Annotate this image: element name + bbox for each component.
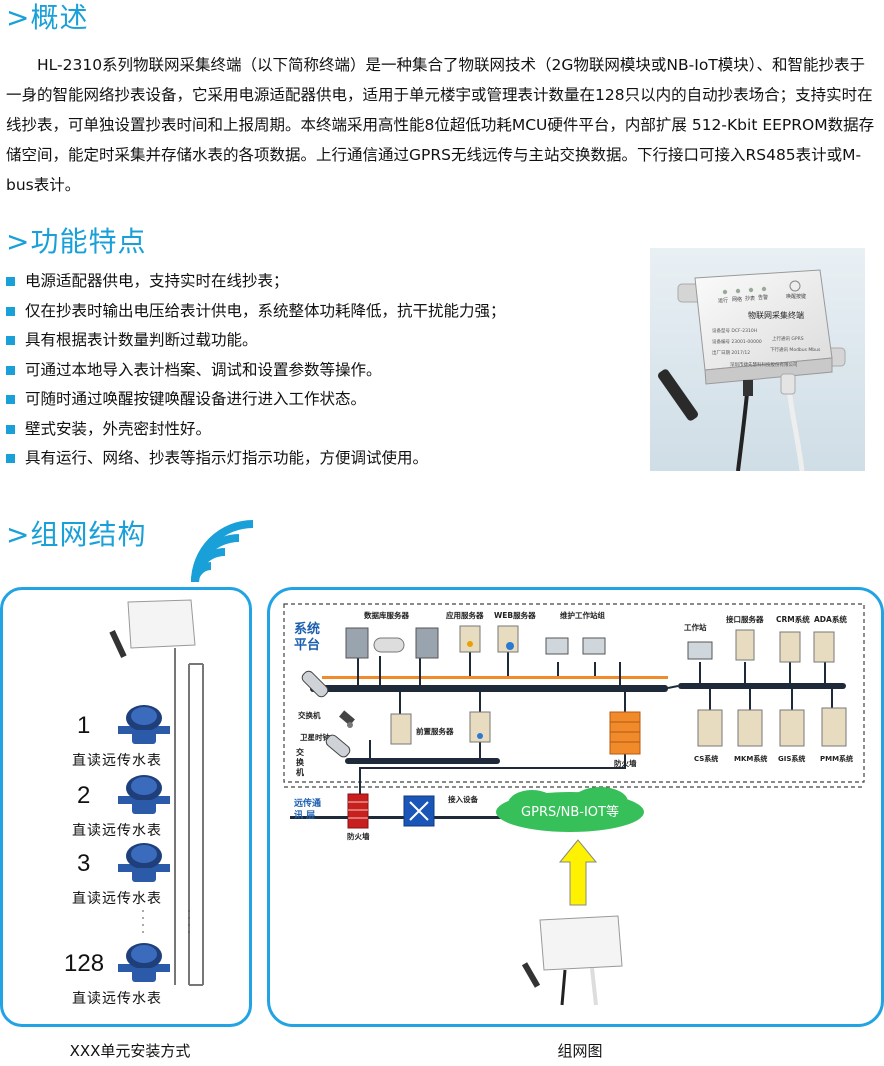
meter-number: 2: [77, 782, 91, 809]
square-bullet-icon: [6, 306, 15, 316]
feature-item: 具有运行、网络、抄表等指示灯指示功能，方便调试使用。: [6, 444, 626, 474]
label-gprs: GPRS/NB-IOT等: [521, 804, 619, 820]
label-firewall2: 防火墙: [347, 831, 370, 841]
switch2-label: 交 换 机: [296, 748, 304, 777]
wake-button-label: 唤醒按键: [786, 293, 806, 300]
business-server-icon: [697, 707, 847, 747]
square-bullet-icon: [6, 454, 15, 464]
led-label-read: 抄表: [745, 295, 755, 302]
network-diagram: 数据库服务器 应用服务器 WEB服务器 维护工作站组 工作站 接口服务器: [283, 603, 865, 1006]
meter-label: 直读远传水表: [72, 823, 162, 839]
device-date: 出厂日期 2017/12: [712, 349, 750, 356]
label-iface-server: 接口服务器: [726, 614, 764, 624]
water-meter-icon: [118, 843, 170, 882]
square-bullet-icon: [6, 395, 15, 405]
feature-list: 电源适配器供电，支持实时在线抄表； 仅在抄表时输出电压给表计供电，系统整体功耗降…: [6, 267, 626, 474]
label-workstation: 工作站: [684, 622, 707, 632]
overview-title: >概述: [6, 1, 89, 34]
device-title: 物联网采集终端: [748, 310, 804, 320]
label-db-servers: 数据库服务器: [364, 610, 409, 620]
system-platform-label: 系统 平台: [294, 622, 321, 653]
firewall2-icon: [347, 793, 369, 829]
meter-number: 128: [64, 950, 105, 977]
square-bullet-icon: [6, 336, 15, 346]
overview-paragraph: HL-2310系列物联网采集终端（以下简称终端）是一种集合了物联网技术（2G物联…: [6, 56, 875, 194]
interface-server-icon: [735, 629, 755, 661]
label-gis: GIS系统: [778, 754, 805, 763]
label-switch1: 交换机: [298, 710, 321, 720]
device-maker: 深圳市捷先慧科科技股份有限公司: [730, 361, 798, 368]
water-meter-icon: [118, 775, 170, 814]
access-device-icon: [403, 795, 435, 827]
meter-label: 直读远传水表: [72, 891, 162, 907]
feature-item: 具有根据表计数量判断过载功能。: [6, 326, 626, 356]
label-maint-group: 维护工作站组: [560, 610, 605, 620]
led-label-run: 运行: [718, 297, 728, 304]
feature-item: 可通过本地导入表计档案、调试和设置参数等操作。: [6, 356, 626, 386]
meter-number: 1: [77, 712, 91, 739]
device-model: 设备型号 DCF-2310H: [712, 327, 757, 334]
network-caption: 组网图: [557, 1042, 603, 1060]
label-mkm: MKM系统: [734, 754, 767, 763]
device-serial: 设备编号 23001-00000: [712, 338, 762, 345]
label-firewall1: 防火墙: [614, 758, 637, 768]
meter-label: 直读远传水表: [72, 753, 162, 769]
label-access-device: 接入设备: [448, 794, 478, 804]
led-label-network: 网络: [732, 296, 742, 303]
label-web-server: WEB服务器: [494, 610, 536, 620]
app-server-icon: [459, 625, 481, 653]
web-server-icon: [497, 625, 519, 653]
network-panel: 数据库服务器 应用服务器 WEB服务器 维护工作站组 工作站 接口服务器: [267, 587, 884, 1027]
installation-caption: XXX单元安装方式: [69, 1042, 191, 1060]
switch2-icon: [325, 734, 351, 758]
device-uplink: 上行通讯 GPRS: [772, 335, 804, 342]
device-photo: 运行 网络 抄表 告警 唤醒按键 物联网采集终端 设备型号 DCF-2310H …: [650, 248, 865, 471]
feature-item: 可随时通过唤醒按键唤醒设备进行进入工作状态。: [6, 385, 626, 415]
square-bullet-icon: [6, 277, 15, 287]
feature-item: 仅在抄表时输出电压给表计供电，系统整体功耗降低，抗干扰能力强；: [6, 297, 626, 327]
workstation-icon: [687, 641, 713, 660]
label-front-server: 前置服务器: [416, 726, 454, 736]
feature-item: 电源适配器供电，支持实时在线抄表；: [6, 267, 626, 297]
label-app-server: 应用服务器: [446, 610, 484, 620]
ada-server-icon: [813, 631, 835, 663]
water-meter-icon: [118, 705, 170, 744]
square-bullet-icon: [6, 424, 15, 434]
terminal-device-icon: [521, 915, 623, 1006]
front-server-icon: [390, 711, 491, 745]
remote-layer-label: 远传通 讯 层: [294, 799, 322, 821]
device-illustration: 运行 网络 抄表 告警 唤醒按键 物联网采集终端 设备型号 DCF-2310H …: [650, 248, 865, 471]
device-downlink: 下行通讯 Modbus Mbus: [770, 346, 821, 353]
gprs-cloud-icon: [496, 787, 644, 832]
wireless-signal-icon: [191, 520, 254, 583]
label-pmm: PMM系统: [820, 754, 853, 763]
switch-icon: [301, 670, 329, 698]
firewall-icon: [609, 711, 641, 755]
features-title: >功能特点: [6, 225, 147, 258]
label-cs: CS系统: [694, 754, 718, 763]
meter-number: 3: [77, 850, 91, 877]
label-sat-clock: 卫星时钟: [300, 732, 330, 742]
installation-diagram: [109, 599, 204, 986]
label-ada: ADA系统: [814, 614, 847, 624]
database-server-icon: [345, 627, 439, 659]
water-meter-icon: [118, 943, 170, 982]
installation-panel: [0, 587, 252, 1027]
square-bullet-icon: [6, 365, 15, 375]
meter-label: 直读远传水表: [72, 991, 162, 1007]
label-crm: CRM系统: [776, 614, 810, 624]
led-label-alarm: 告警: [758, 294, 768, 301]
maintenance-workstation-icon: [545, 637, 606, 655]
satellite-clock-icon: [339, 710, 355, 728]
network-title: >组网结构: [6, 518, 147, 551]
crm-server-icon: [779, 631, 801, 663]
feature-item: 壁式安装，外壳密封性好。: [6, 415, 626, 445]
uplink-arrow-icon: [558, 839, 598, 906]
